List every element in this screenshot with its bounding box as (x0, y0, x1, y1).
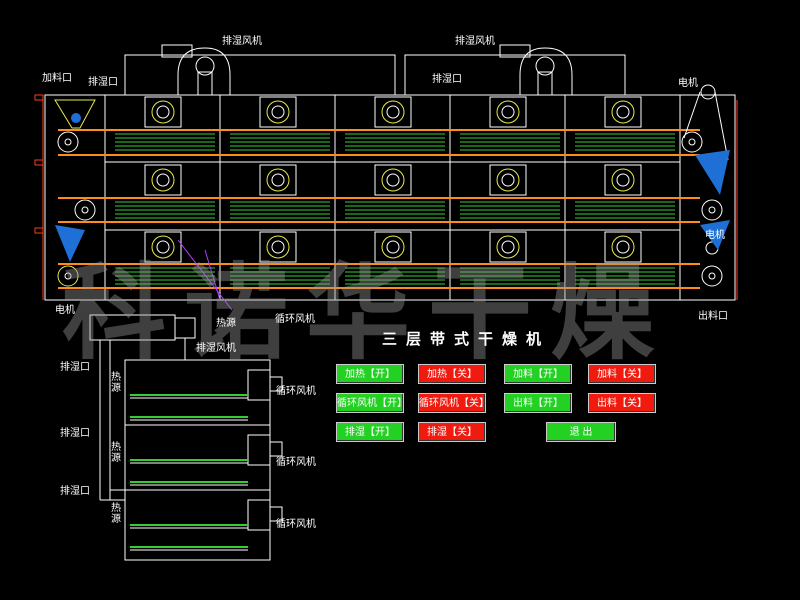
exhaust-label-right: 排湿口 (432, 74, 462, 85)
side-heat-label-1: 热源 (111, 372, 121, 394)
page-title: 三层带式干燥机 (382, 330, 551, 348)
fan-label-right: 排湿风机 (455, 36, 495, 47)
main-dryer-frame (44, 44, 736, 301)
circ-fan-off-button[interactable]: 循环风机【关】 (418, 393, 489, 413)
side-exhaust-fan-label: 排湿风机 (196, 343, 236, 354)
conveyor-belts (58, 129, 700, 289)
rollers (57, 84, 729, 287)
feed-off-button[interactable]: 加料【关】 (588, 364, 656, 384)
motor-label-top-right: 电机 (678, 78, 698, 89)
circ-fan-on-button[interactable]: 循环风机【开】 (336, 393, 407, 413)
circ-fan-label: 循环风机 (275, 314, 315, 325)
motor-label-left: 电机 (55, 305, 75, 316)
heat-off-button[interactable]: 加热【关】 (418, 364, 486, 384)
exhaust-on-button[interactable]: 排湿【开】 (336, 422, 404, 442)
fan-label-left: 排湿风机 (222, 36, 262, 47)
heat-on-button[interactable]: 加热【开】 (336, 364, 404, 384)
side-heat-label-2: 热源 (111, 442, 121, 464)
side-circ-label-3: 循环风机 (276, 519, 316, 530)
hoppers (54, 99, 730, 262)
side-circ-label-2: 循环风机 (276, 457, 316, 468)
exit-button[interactable]: 退 出 (546, 422, 616, 442)
side-heat-label-3: 热源 (111, 503, 121, 525)
discharge-off-button[interactable]: 出料【关】 (588, 393, 656, 413)
heat-source-line (177, 239, 233, 311)
heat-source-label: 热源 (216, 318, 236, 329)
side-circ-label-1: 循环风机 (276, 386, 316, 397)
exhaust-off-button[interactable]: 排湿【关】 (418, 422, 486, 442)
feed-on-button[interactable]: 加料【开】 (504, 364, 572, 384)
exhaust-label-left: 排湿口 (88, 77, 118, 88)
side-exhaust-label-1: 排湿口 (60, 362, 90, 373)
side-exhaust-label-3: 排湿口 (60, 486, 90, 497)
motor-label-mid-right: 电机 (705, 230, 725, 241)
feed-inlet-label: 加料口 (42, 73, 72, 84)
side-view-frame (89, 314, 283, 561)
side-exhaust-label-2: 排湿口 (60, 428, 90, 439)
side-rails (34, 94, 738, 300)
outlet-label: 出料口 (698, 311, 728, 322)
discharge-on-button[interactable]: 出料【开】 (504, 393, 572, 413)
